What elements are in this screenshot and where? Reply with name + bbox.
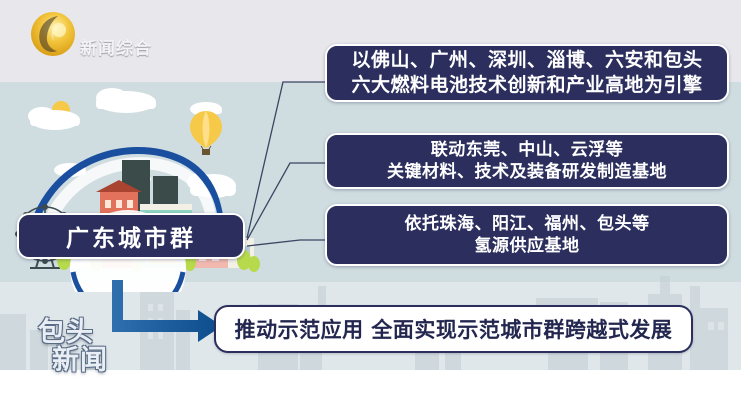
main-node-guangdong-city-cluster[interactable]: 广东城市群	[17, 213, 245, 259]
callout-box-hydrogen-supply[interactable]: 依托珠海、阳江、福州、包头等 氢源供应基地	[325, 204, 729, 266]
golden-orb-icon	[31, 12, 75, 56]
callout-line: 关键材料、技术及装备研发制造基地	[387, 162, 667, 182]
watermark-line-2: 新闻	[52, 345, 108, 376]
hot-air-balloon-icon	[190, 111, 222, 155]
bottom-banner-goal[interactable]: 推动示范应用 全面实现示范城市群跨越式发展	[214, 305, 693, 353]
callout-line: 六大燃料电池技术创新和产业高地为引擎	[351, 74, 703, 96]
station-watermark: 包头 新闻	[30, 310, 142, 382]
callout-line: 氢源供应基地	[474, 236, 580, 256]
channel-logo: 新闻综合	[24, 8, 174, 60]
callout-line: 联动东莞、中山、云浮等	[430, 139, 624, 160]
elbow-arrow-right-icon	[112, 280, 222, 342]
watermark-line-1: 包头	[38, 317, 94, 348]
callout-box-engine-cities[interactable]: 以佛山、广州、深圳、淄博、六安和包头 六大燃料电池技术创新和产业高地为引擎	[325, 44, 729, 102]
channel-name-label: 新闻综合	[80, 39, 152, 59]
callout-line: 以佛山、广州、深圳、淄博、六安和包头	[351, 49, 703, 72]
callout-line: 依托珠海、阳江、福州、包头等	[404, 213, 650, 234]
callout-box-materials-base[interactable]: 联动东莞、中山、云浮等 关键材料、技术及装备研发制造基地	[325, 133, 729, 189]
background-band-footer	[0, 370, 741, 403]
